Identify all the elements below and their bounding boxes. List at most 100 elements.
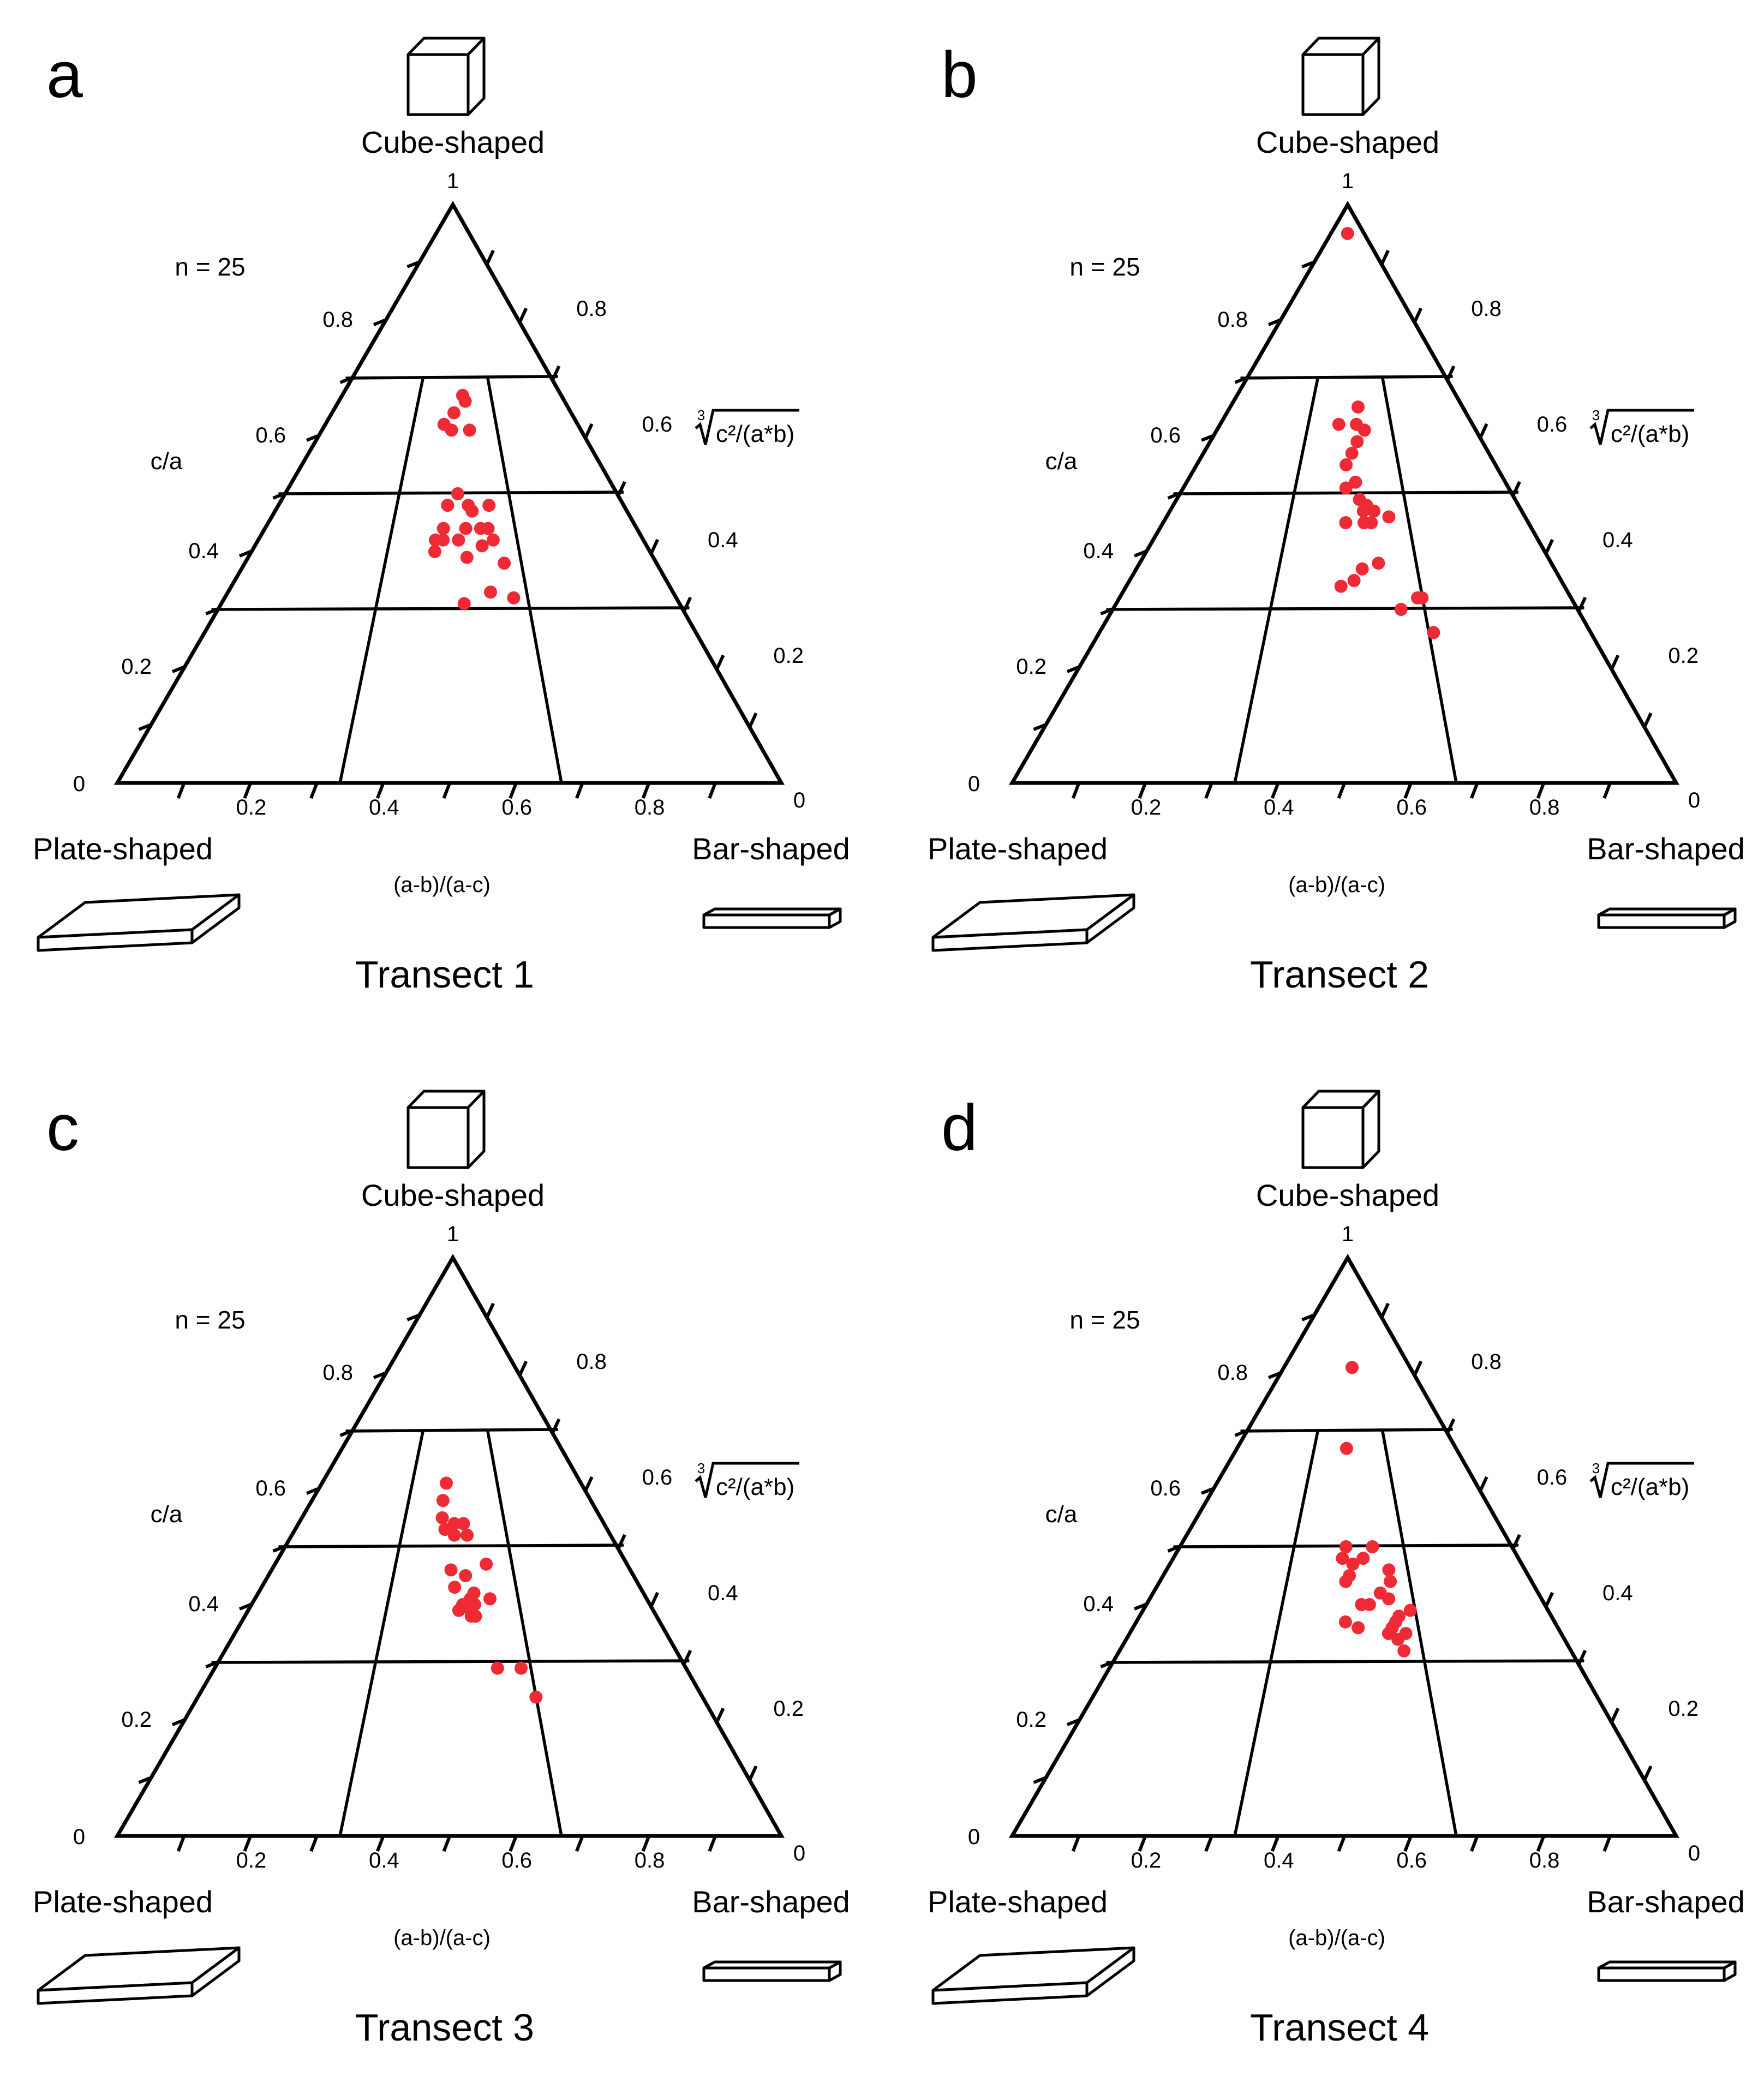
bottom-axis-tick-label: 0.6 — [501, 1848, 532, 1872]
left-axis-tick-label: 0.8 — [322, 1361, 353, 1385]
bottom-axis-tick-label: 0.6 — [501, 795, 532, 819]
left-zero-label: 0 — [73, 772, 85, 796]
apex-label: 1 — [447, 169, 459, 193]
data-point — [491, 1661, 504, 1675]
bottom-axis-tick — [708, 1836, 717, 1852]
bottom-axis-tick — [575, 783, 584, 799]
data-point — [1355, 562, 1369, 576]
left-axis-tick — [1066, 1719, 1079, 1726]
left-axis-tick-label: 0.6 — [255, 423, 286, 447]
bottom-axis-tick — [1270, 783, 1279, 799]
data-point — [475, 539, 489, 553]
left-label: Plate-shaped — [33, 1884, 213, 1919]
left-axis-tick-label: 0.4 — [188, 539, 219, 563]
right-axis-tick — [518, 1360, 528, 1377]
right-axis-tick — [584, 423, 594, 439]
radical-sign — [695, 409, 799, 445]
bottom-axis-label: (a-b)/(a-c) — [393, 873, 491, 897]
data-point — [1347, 574, 1361, 587]
sample-count: n = 25 — [175, 1306, 245, 1334]
plate-shape-icon — [37, 893, 241, 952]
right-axis-tick-label: 0.6 — [1537, 1465, 1568, 1489]
bottom-axis-tick — [1602, 1836, 1612, 1852]
right-axis-tick — [1413, 307, 1423, 324]
right-axis-tick — [649, 539, 659, 555]
bar-shape-icon — [1597, 1960, 1737, 1982]
grid-line-cube — [211, 1659, 690, 1664]
bottom-axis-tick — [243, 1836, 252, 1852]
data-point — [1339, 1540, 1353, 1553]
left-axis-tick — [1100, 608, 1113, 615]
right-axis-tick — [584, 1476, 594, 1492]
right-axis-tick — [617, 1534, 626, 1550]
data-point — [1362, 1598, 1376, 1611]
panel-letter: c — [46, 1091, 79, 1164]
data-point — [482, 499, 496, 512]
left-axis-tick — [1033, 1776, 1045, 1784]
chart-title: Transect 3 — [355, 2006, 534, 2049]
right-axis-tick — [1445, 1418, 1456, 1434]
right-axis-tick — [649, 1592, 659, 1608]
bottom-axis-tick-label: 0.2 — [236, 1848, 267, 1872]
grid-line-cube — [278, 490, 624, 495]
grid-line-cube — [211, 606, 690, 611]
data-point — [1352, 400, 1365, 414]
data-point — [1356, 504, 1370, 518]
data-point — [452, 533, 465, 547]
right-zero-label: 0 — [1688, 1841, 1700, 1865]
right-axis-tick — [1577, 1649, 1587, 1666]
bottom-axis-tick — [442, 783, 451, 799]
right-zero-label: 0 — [793, 788, 805, 812]
left-axis-tick-label: 0.6 — [1150, 423, 1181, 447]
left-zero-label: 0 — [73, 1825, 85, 1849]
right-axis-tick-label: 0.8 — [1471, 1350, 1502, 1374]
bottom-axis-tick — [1071, 1836, 1080, 1852]
data-point — [451, 487, 464, 500]
grid-line-cube — [1106, 1659, 1584, 1664]
apex-label: 1 — [447, 1222, 459, 1246]
left-axis-label: c/a — [151, 448, 183, 475]
grid-line-elongation — [338, 378, 424, 785]
data-point — [447, 1517, 461, 1530]
cube-shape-icon — [406, 37, 486, 116]
bottom-axis-tick — [1337, 1836, 1346, 1852]
left-axis-tick — [1267, 1372, 1281, 1379]
right-axis-label: 3c²/(a*b) — [1589, 407, 1694, 447]
right-label: Bar-shaped — [1587, 1884, 1745, 1919]
apex-label: 1 — [1342, 169, 1354, 193]
plate-shape-icon — [37, 1946, 241, 2005]
grid-line-elongation — [338, 1431, 424, 1838]
right-axis-tick — [1445, 365, 1456, 381]
left-axis-tick — [1234, 376, 1247, 384]
bottom-axis-tick — [176, 783, 186, 799]
data-point — [1350, 435, 1364, 448]
left-axis-tick — [1167, 492, 1180, 500]
data-point — [438, 1523, 452, 1536]
right-axis-label: 3c²/(a*b) — [695, 407, 799, 447]
left-axis-tick — [306, 434, 319, 442]
data-point — [457, 597, 471, 611]
bottom-axis-label: (a-b)/(a-c) — [1288, 873, 1385, 897]
bottom-axis-tick-label: 0.4 — [1264, 795, 1294, 819]
grid-line-cube — [345, 1428, 558, 1433]
data-point — [1334, 579, 1348, 593]
data-points — [428, 388, 521, 611]
right-label: Bar-shaped — [1587, 831, 1745, 866]
data-point — [463, 423, 476, 437]
bar-shape-icon — [702, 907, 842, 929]
data-point — [480, 1557, 493, 1571]
plate-shape-icon — [931, 893, 1135, 952]
right-axis-tick — [1380, 1302, 1390, 1319]
bottom-axis-tick-label: 0.4 — [369, 795, 399, 819]
right-axis-tick — [1577, 596, 1587, 613]
right-axis-tick — [1610, 654, 1620, 671]
left-zero-label: 0 — [968, 772, 980, 796]
bottom-axis-tick — [575, 1836, 584, 1852]
data-points — [1332, 227, 1440, 639]
bottom-axis-label: (a-b)/(a-c) — [1288, 1926, 1385, 1950]
top-label: Cube-shaped — [361, 125, 545, 159]
data-point — [435, 1511, 449, 1524]
cube-shape-icon — [406, 1090, 486, 1169]
left-axis-tick — [171, 1719, 184, 1726]
